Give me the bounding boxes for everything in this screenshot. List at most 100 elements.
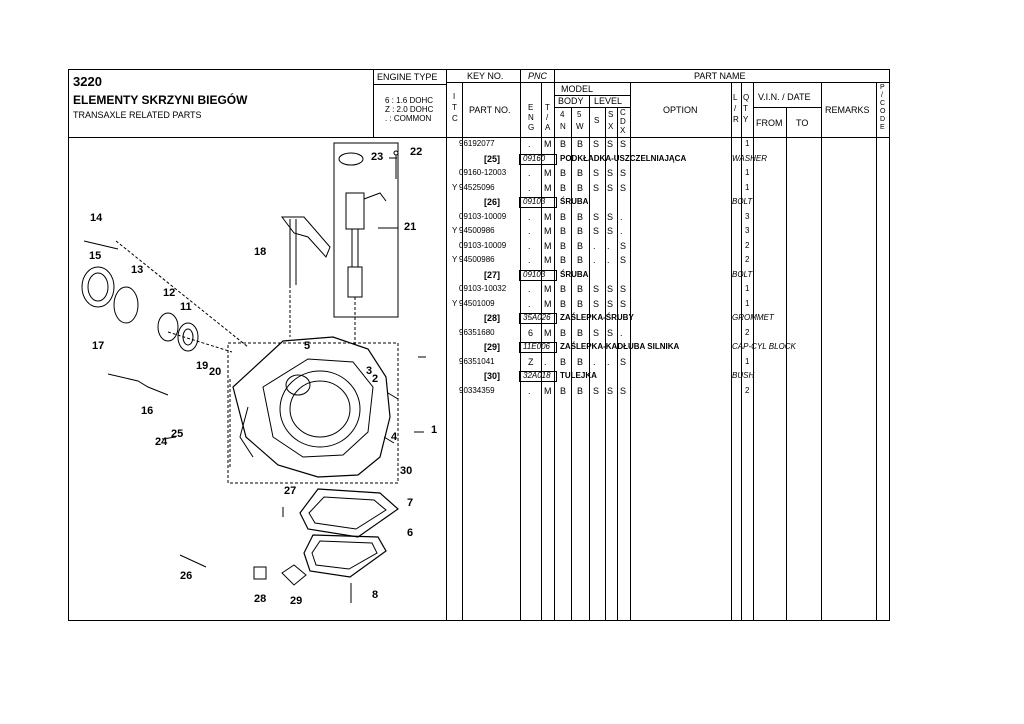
qty-cell: 2 bbox=[745, 327, 750, 337]
level-cdx-cell: S bbox=[620, 168, 627, 178]
key-number: [30] bbox=[484, 371, 501, 381]
level-s-cell: . bbox=[593, 240, 596, 251]
col-itc: T bbox=[452, 103, 457, 112]
col-qty: T bbox=[743, 104, 748, 113]
col-ta: T bbox=[545, 103, 550, 112]
col-itc: I bbox=[453, 92, 456, 101]
pnc-box bbox=[519, 371, 557, 382]
ta-cell: M bbox=[544, 385, 552, 396]
divider bbox=[373, 84, 446, 85]
itc-flag: Y bbox=[452, 226, 458, 235]
qty-cell: 2 bbox=[745, 255, 750, 264]
pnc-box bbox=[519, 342, 557, 353]
callout-18: 18 bbox=[254, 246, 267, 258]
col-remarks: REMARKS bbox=[825, 105, 870, 115]
level-sx-cell: . bbox=[607, 255, 610, 265]
level-s-cell: . bbox=[593, 255, 596, 265]
body-4n-cell: B bbox=[560, 226, 567, 236]
part-number: 94500986 bbox=[459, 255, 495, 264]
body-5w-cell: B bbox=[577, 211, 584, 222]
callout-12: 12 bbox=[163, 287, 176, 299]
body-5w-cell: B bbox=[577, 385, 584, 396]
col-body: BODY bbox=[558, 96, 584, 106]
eng-cell: 6 bbox=[528, 327, 534, 338]
part-name-en: WASHER bbox=[732, 153, 767, 163]
part-name-pl: ZAŚLEPKA-KADŁUBA SILNIKA bbox=[560, 342, 680, 351]
qty-cell: 1 bbox=[745, 284, 750, 293]
key-number: [27] bbox=[484, 269, 501, 280]
level-sx-cell: S bbox=[607, 182, 614, 193]
body-5w-cell: B bbox=[577, 240, 584, 251]
callout-5: 5 bbox=[304, 340, 311, 352]
col-part-no: PART NO. bbox=[469, 105, 511, 115]
col-lr: / bbox=[734, 104, 737, 113]
part-number: 09160-12003 bbox=[459, 168, 507, 177]
level-sx-cell: . bbox=[607, 240, 610, 251]
level-cdx-cell: . bbox=[620, 211, 623, 222]
col-pcode: P bbox=[880, 84, 885, 91]
qty-cell: 3 bbox=[745, 211, 750, 221]
callout-3: 3 bbox=[366, 365, 373, 377]
key-number: [28] bbox=[484, 313, 501, 323]
pnc-box bbox=[519, 313, 557, 324]
ta-cell: M bbox=[544, 327, 552, 338]
col-key-no: KEY NO. bbox=[467, 71, 504, 81]
level-s-cell: S bbox=[593, 168, 600, 178]
ta-cell: M bbox=[544, 240, 552, 251]
level-sx-cell: . bbox=[607, 356, 610, 367]
body-4n-cell: B bbox=[560, 298, 567, 309]
part-number: 09103-10009 bbox=[459, 211, 507, 221]
body-4n-cell: B bbox=[560, 327, 567, 338]
level-cdx-cell: S bbox=[620, 240, 627, 251]
level-cdx-cell: S bbox=[620, 298, 627, 309]
ta-cell: M bbox=[544, 226, 552, 236]
engine-type-label: ENGINE TYPE bbox=[377, 72, 438, 82]
callout-15: 15 bbox=[89, 250, 102, 262]
part-number: 96351041 bbox=[459, 356, 495, 366]
body-5w-cell: B bbox=[577, 226, 584, 236]
col-level-sx: S bbox=[608, 110, 614, 119]
col-lr: L bbox=[733, 93, 738, 102]
eng-cell: . bbox=[528, 168, 531, 178]
part-name-pl: TULEJKA bbox=[560, 371, 597, 380]
callout-2: 2 bbox=[372, 373, 379, 385]
col-pcode: O bbox=[880, 108, 886, 115]
body-4n-cell: B bbox=[560, 139, 567, 149]
col-ta: A bbox=[545, 123, 551, 132]
col-eng: N bbox=[528, 113, 534, 122]
eng-cell: . bbox=[528, 284, 531, 294]
pnc-box bbox=[519, 269, 557, 281]
level-sx-cell: S bbox=[607, 139, 614, 149]
qty-cell: 1 bbox=[745, 356, 750, 366]
col-vin-date: V.I.N. / DATE bbox=[758, 92, 811, 102]
body-5w-cell: B bbox=[577, 255, 584, 265]
col-body-4n: 4 bbox=[560, 110, 565, 119]
part-number: 94501009 bbox=[459, 298, 495, 308]
col-ta: / bbox=[546, 113, 549, 122]
level-cdx-cell: S bbox=[620, 139, 627, 149]
level-s-cell: S bbox=[593, 298, 600, 309]
callout-1: 1 bbox=[431, 424, 438, 436]
level-s-cell: S bbox=[593, 327, 600, 338]
body-5w-cell: B bbox=[577, 327, 584, 338]
ta-cell: M bbox=[544, 168, 552, 178]
part-name-en: CAP-CYL BLOCK bbox=[732, 342, 796, 351]
ta-cell: M bbox=[544, 211, 552, 222]
itc-flag: Y bbox=[452, 255, 458, 264]
part-name-en: BOLT bbox=[732, 197, 753, 206]
body-5w-cell: B bbox=[577, 168, 584, 178]
col-qty: Q bbox=[743, 93, 750, 102]
part-number: 96192077 bbox=[459, 139, 495, 148]
col-level-cdx: C bbox=[620, 108, 626, 117]
col-body-4n: N bbox=[560, 122, 566, 131]
level-cdx-cell: S bbox=[620, 255, 627, 265]
level-cdx-cell: S bbox=[620, 385, 627, 396]
itc-flag: Y bbox=[452, 298, 458, 308]
ta-cell: M bbox=[544, 298, 552, 309]
callout-6: 6 bbox=[407, 527, 414, 539]
callout-28: 28 bbox=[254, 593, 267, 605]
qty-cell: 1 bbox=[745, 139, 750, 148]
callout-7: 7 bbox=[407, 497, 414, 509]
level-s-cell: S bbox=[593, 182, 600, 193]
engine-type-item: 6 : 1.6 DOHC bbox=[385, 96, 434, 105]
